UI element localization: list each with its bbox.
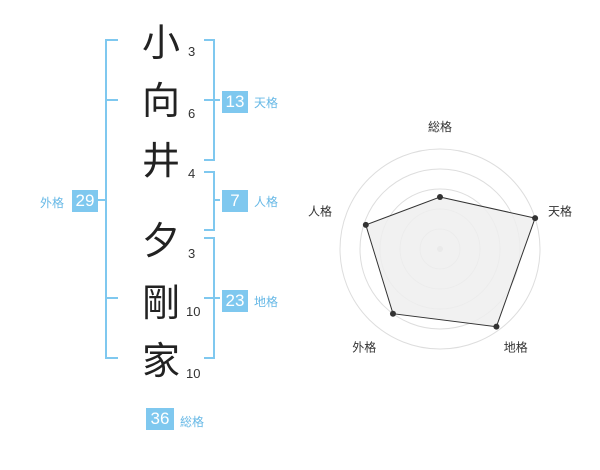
stroke-count-6: 10 bbox=[186, 366, 201, 381]
gaikaku-value-badge: 29 bbox=[72, 190, 98, 212]
jinkaku-label: 人格 bbox=[254, 195, 279, 209]
chikaku-label: 地格 bbox=[254, 295, 279, 309]
radar-axis-label-2: 天格 bbox=[548, 203, 572, 218]
radar-point-2 bbox=[532, 215, 539, 222]
name-char-2: 向 bbox=[141, 79, 180, 123]
tenkaku-bracket bbox=[204, 39, 220, 161]
radar-ring bbox=[339, 148, 541, 350]
name-char-1: 小 bbox=[141, 21, 180, 65]
radar-axis-label-1: 総格 bbox=[428, 119, 452, 134]
radar-axis-label-5: 人格 bbox=[308, 203, 332, 218]
radar-point-4 bbox=[389, 310, 396, 317]
name-char-4: 夕 bbox=[141, 219, 180, 263]
stroke-count-4: 3 bbox=[188, 246, 196, 261]
name-char-3: 井 bbox=[141, 139, 180, 183]
tenkaku-label: 天格 bbox=[254, 96, 279, 110]
gaikaku-bracket bbox=[96, 39, 118, 359]
stroke-count-5: 10 bbox=[186, 304, 201, 319]
stroke-count-3: 4 bbox=[188, 166, 196, 181]
radar-axis-label-3: 地格 bbox=[504, 340, 528, 355]
radar-axis-label-4: 外格 bbox=[352, 340, 376, 355]
chikaku-bracket bbox=[204, 237, 220, 359]
radar-series-polygon bbox=[365, 196, 536, 328]
name-char-5: 剛 bbox=[141, 281, 180, 325]
stroke-count-1: 3 bbox=[188, 44, 196, 59]
jinkaku-bracket bbox=[204, 171, 220, 231]
radar-point-1 bbox=[437, 194, 443, 200]
jinkaku-value-badge: 7 bbox=[222, 190, 248, 212]
soukaku-label: 総格 bbox=[180, 415, 205, 429]
stroke-count-2: 6 bbox=[188, 106, 196, 121]
tenkaku-value-badge: 13 bbox=[222, 91, 248, 113]
name-char-6: 家 bbox=[141, 339, 180, 383]
chikaku-value-badge: 23 bbox=[222, 290, 248, 312]
radar-point-3 bbox=[493, 323, 500, 330]
gaikaku-label: 外格 bbox=[40, 196, 65, 210]
radar-point-5 bbox=[362, 221, 369, 228]
soukaku-value-badge: 36 bbox=[146, 408, 174, 430]
